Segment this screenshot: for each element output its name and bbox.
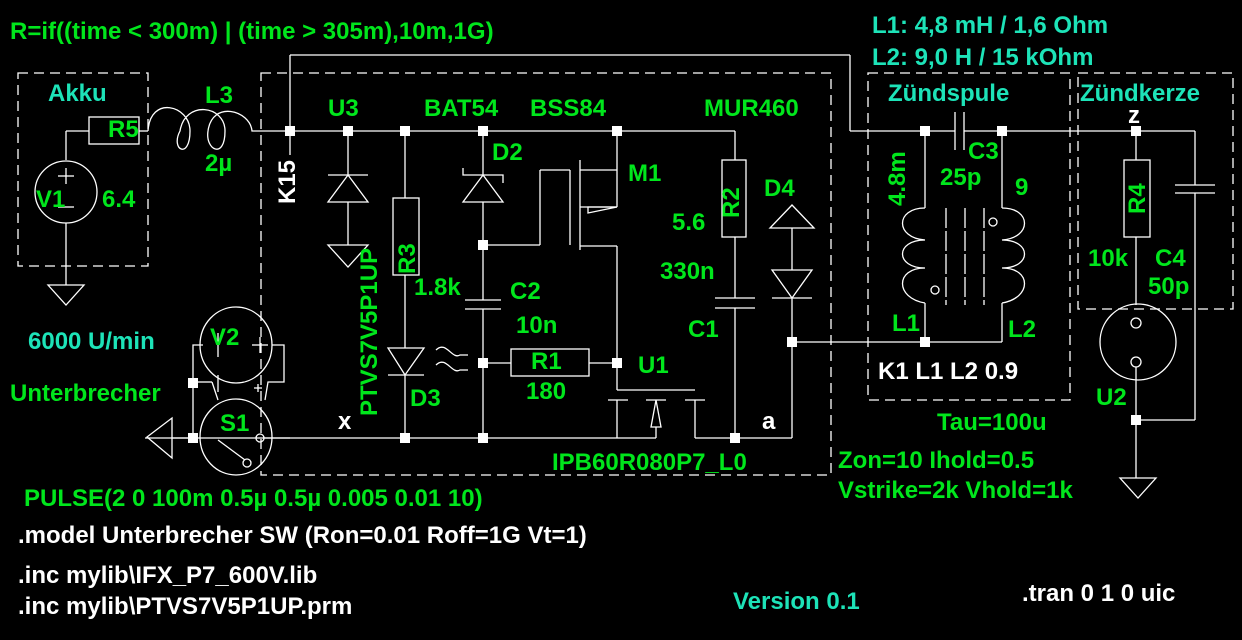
coupling-directive[interactable]: K1 L1 L2 0.9: [878, 358, 1019, 385]
d2-schottky-diode[interactable]: [461, 131, 505, 245]
s1-switch[interactable]: [145, 375, 290, 476]
r3-value[interactable]: 1.8k: [414, 274, 461, 301]
l2-secondary-coil[interactable]: [925, 131, 1026, 343]
pulse-directive[interactable]: PULSE(2 0 100m 0.5µ 0.5µ 0.005 0.01 10): [24, 485, 483, 512]
u3-label[interactable]: U3: [328, 95, 359, 122]
s1-label[interactable]: S1: [220, 410, 250, 437]
r4-label[interactable]: R4: [1124, 183, 1151, 214]
resistance-expression[interactable]: R=if((time < 300m) | (time > 305m),10m,1…: [10, 18, 494, 45]
c3-label[interactable]: C3: [968, 138, 999, 165]
inc-prm-directive[interactable]: .inc mylib\PTVS7V5P1UP.prm: [18, 593, 353, 620]
l1-label[interactable]: L1: [892, 310, 921, 337]
ignition-module-box: [260, 72, 832, 476]
r3-resistor[interactable]: [392, 131, 420, 348]
u2-params-tau[interactable]: Tau=100u: [937, 409, 1047, 436]
c3-value[interactable]: 25p: [940, 164, 982, 191]
u3-model[interactable]: PTVS7V5P1UP: [356, 247, 383, 416]
zuendspule-box: [867, 72, 1071, 401]
v1-value[interactable]: 6.4: [102, 186, 136, 213]
c2-capacitor[interactable]: [465, 245, 501, 438]
l1-primary-coil[interactable]: [901, 131, 940, 342]
u1-power-mosfet[interactable]: [608, 389, 705, 438]
unterbrecher-label: Unterbrecher: [10, 380, 161, 407]
l2-value[interactable]: 9: [1015, 174, 1029, 201]
rpm-label: 6000 U/min: [28, 328, 155, 355]
r1-label[interactable]: R1: [531, 348, 562, 375]
k15-net-label: K15: [274, 159, 301, 204]
group-boxes: [17, 72, 1234, 476]
r3-label[interactable]: R3: [394, 243, 421, 274]
v1-label[interactable]: V1: [36, 186, 66, 213]
zuendkerze-label: Zündkerze: [1080, 80, 1201, 107]
z-net-label: z: [1128, 102, 1140, 129]
x-net-label: x: [338, 408, 352, 435]
r5-resistor[interactable]: [65, 116, 148, 160]
u3-tvs-diode[interactable]: [326, 131, 370, 268]
c1-value[interactable]: 330n: [660, 258, 715, 285]
u1-model[interactable]: IPB60R080P7_L0: [552, 449, 747, 476]
l1-value[interactable]: 4.8m: [884, 151, 911, 206]
version-label: Version 0.1: [733, 588, 860, 615]
zuendspule-label: Zündspule: [888, 80, 1010, 107]
d2-label[interactable]: D2: [492, 139, 523, 166]
v1-source[interactable]: [34, 160, 98, 306]
inc-lib-directive[interactable]: .inc mylib\IFX_P7_600V.lib: [18, 562, 318, 589]
d4-diode[interactable]: [768, 204, 816, 438]
l2-label[interactable]: L2: [1008, 316, 1037, 343]
u2-params-vstrike[interactable]: Vstrike=2k Vhold=1k: [838, 477, 1073, 504]
m1-label[interactable]: M1: [628, 160, 662, 187]
c4-capacitor[interactable]: [1136, 131, 1215, 421]
akku-box: [17, 72, 149, 267]
r4-resistor[interactable]: [1123, 131, 1151, 305]
c1-label[interactable]: C1: [688, 316, 719, 343]
m1-mosfet[interactable]: [579, 131, 618, 390]
d3-label[interactable]: D3: [410, 385, 441, 412]
v2-source[interactable]: [192, 306, 285, 438]
c2-label[interactable]: C2: [510, 278, 541, 305]
tran-directive[interactable]: .tran 0 1 0 uic: [1022, 580, 1176, 607]
r2-label[interactable]: R2: [718, 187, 745, 218]
a-net-label: a: [762, 408, 776, 435]
c1-capacitor[interactable]: [715, 297, 755, 438]
c4-value[interactable]: 50p: [1148, 273, 1190, 300]
l3-value[interactable]: 2µ: [205, 150, 233, 177]
r2-value[interactable]: 5.6: [672, 209, 706, 236]
u1-label[interactable]: U1: [638, 352, 669, 379]
r5-label[interactable]: R5: [108, 116, 139, 143]
l2-spec-annotation: L2: 9,0 H / 15 kOhm: [872, 44, 1094, 71]
r1-value[interactable]: 180: [526, 378, 567, 405]
v2-label[interactable]: V2: [210, 324, 240, 351]
l3-inductor[interactable]: [147, 106, 290, 150]
model-directive[interactable]: .model Unterbrecher SW (Ron=0.01 Roff=1G…: [18, 522, 587, 549]
c3-capacitor[interactable]: [925, 112, 1002, 150]
c4-label[interactable]: C4: [1155, 245, 1186, 272]
l1-spec-annotation: L1: 4,8 mH / 1,6 Ohm: [872, 12, 1109, 39]
u2-label[interactable]: U2: [1096, 384, 1127, 411]
zuendkerze-box: [1077, 72, 1234, 310]
d4-label[interactable]: D4: [764, 175, 795, 202]
u2-params-zon[interactable]: Zon=10 Ihold=0.5: [838, 447, 1035, 474]
d4-model[interactable]: MUR460: [704, 95, 799, 122]
d2-model[interactable]: BAT54: [424, 95, 499, 122]
akku-label: Akku: [48, 80, 107, 107]
c2-value[interactable]: 10n: [516, 312, 558, 339]
junctions: [188, 126, 1141, 443]
l3-label[interactable]: L3: [205, 82, 234, 109]
r2-resistor[interactable]: [721, 159, 747, 298]
r4-value[interactable]: 10k: [1088, 245, 1129, 272]
m1-model[interactable]: BSS84: [530, 95, 607, 122]
d3-led[interactable]: [386, 346, 468, 438]
